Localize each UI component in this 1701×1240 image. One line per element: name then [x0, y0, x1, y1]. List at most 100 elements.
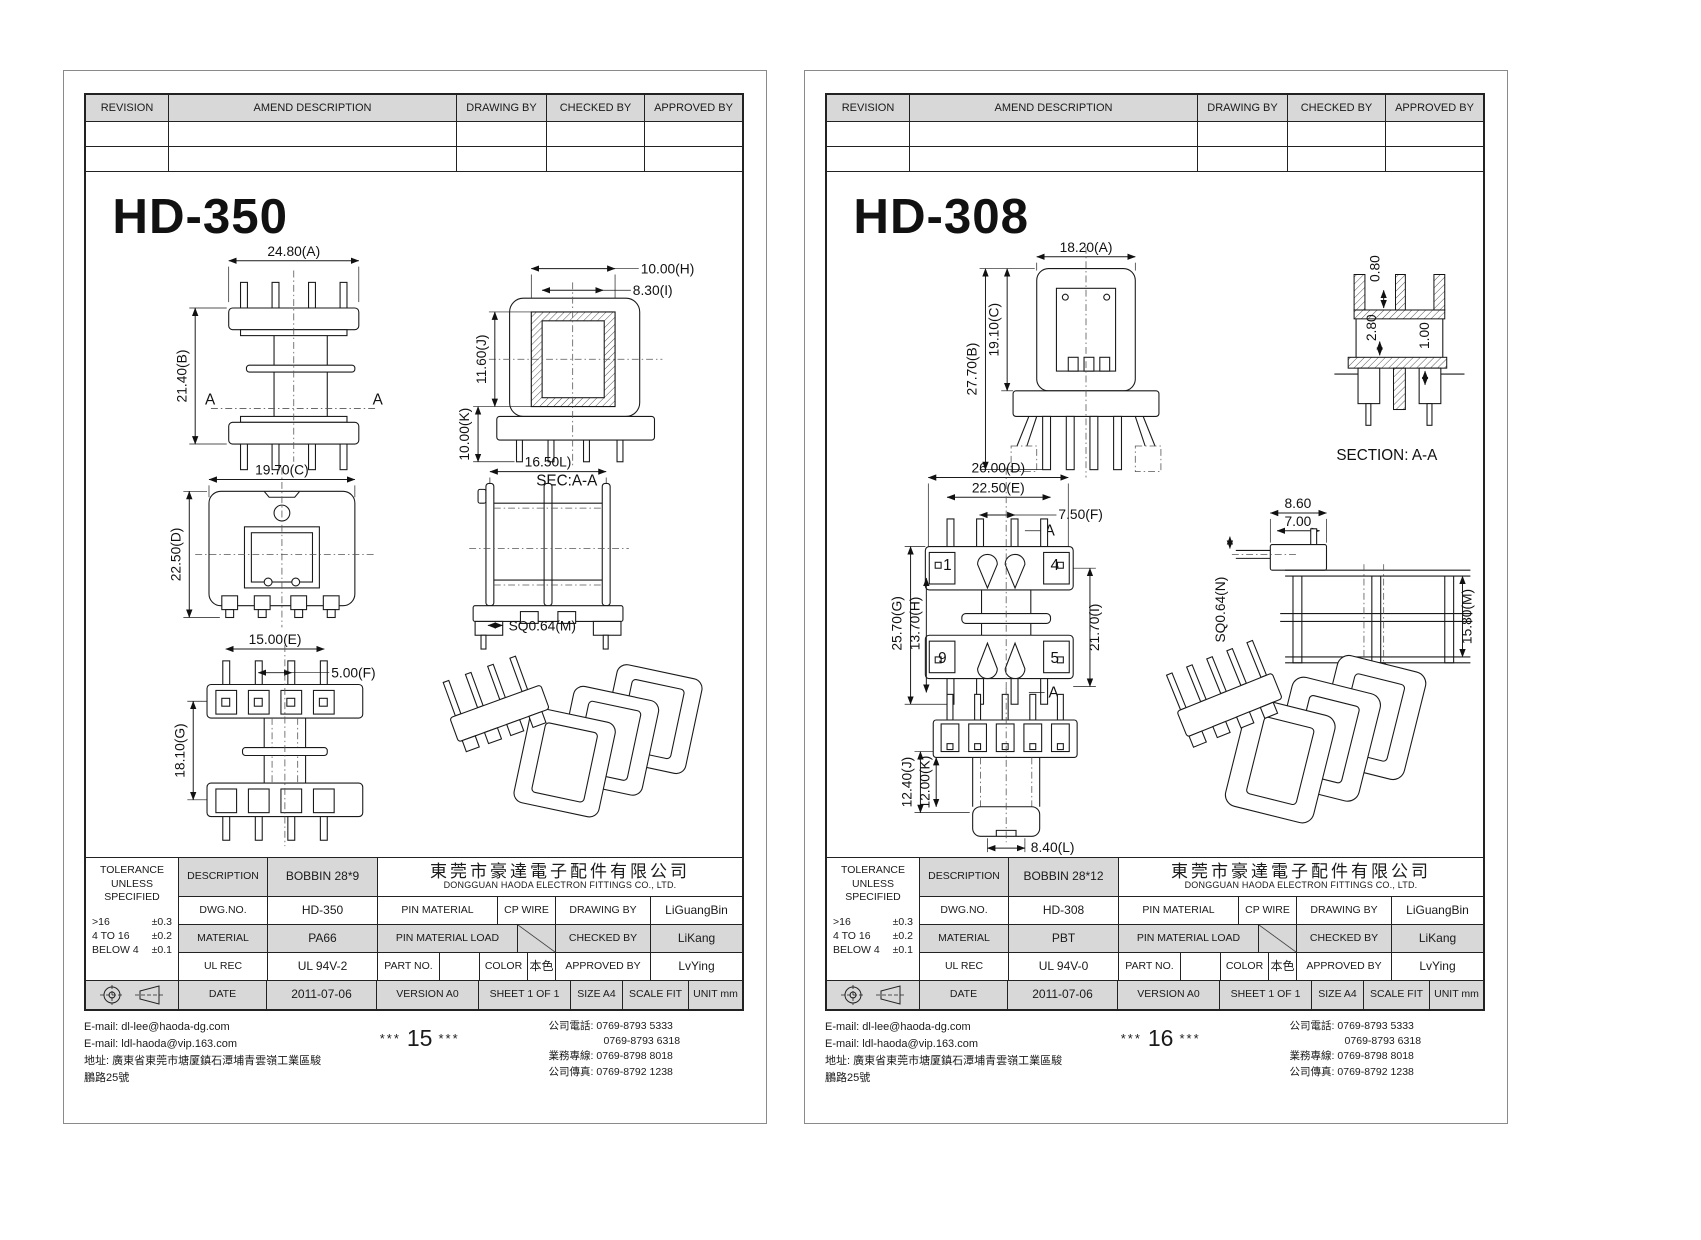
part-no-value: [439, 953, 479, 980]
scale-cell: SCALE FIT: [1363, 981, 1429, 1009]
dim-g-label: 18.10(G): [172, 723, 187, 777]
date-label: DATE: [178, 981, 266, 1009]
drawing-by-label: DRAWING BY: [1296, 897, 1391, 924]
date-value: 2011-07-06: [266, 981, 376, 1009]
page-footer: E-mail: dl-lee@haoda-dg.com E-mail: ldl-…: [84, 1019, 746, 1087]
company-cell: 東莞市豪達電子配件有限公司 DONGGUAN HAODA ELECTRON FI…: [1118, 858, 1483, 896]
pin-material-load-label: PIN MATERIAL LOAD: [377, 925, 517, 952]
amend-description-col-header: AMEND DESCRIPTION: [909, 95, 1197, 121]
amend-description-col-header: AMEND DESCRIPTION: [168, 95, 456, 121]
revision-col-header: REVISION: [100, 102, 154, 114]
page-number: 16: [1147, 1025, 1174, 1051]
dim-d-label: 26.00(D): [971, 461, 1025, 476]
pin-number-4: 4: [1051, 557, 1060, 574]
phone-block: 公司電話: 0769-8793 5333 0769-8793 6318 業務專線…: [548, 1020, 681, 1078]
color-label: COLOR: [479, 953, 527, 980]
dim-l-label: 16.50L): [525, 455, 572, 470]
color-value: 本色: [527, 953, 555, 980]
description-value: BOBBIN 28*9: [267, 858, 377, 896]
drawing-by-label: DRAWING BY: [555, 897, 650, 924]
email-line-1: E-mail: dl-lee@haoda-dg.com: [84, 1021, 230, 1033]
address-line: 地址: 廣東省東莞市塘厦鎮石潭埔青雲嶺工業區駿鵬路25號: [84, 1055, 322, 1085]
dim-h-label: 10.00(H): [641, 262, 695, 277]
drawing-frame: REVISION AMEND DESCRIPTION DRAWING BY CH…: [825, 93, 1485, 1011]
scale-cell: SCALE FIT: [622, 981, 688, 1009]
page-number-block: ***15***: [379, 1025, 460, 1051]
contact-block: E-mail: dl-lee@haoda-dg.com E-mail: ldl-…: [84, 1019, 331, 1087]
drawing-area-hd308: HD-308 18.20(A) 27.70(B): [827, 172, 1483, 857]
color-label: COLOR: [1220, 953, 1268, 980]
description-value: BOBBIN 28*12: [1008, 858, 1118, 896]
date-label: DATE: [919, 981, 1007, 1009]
isometric-view: [1165, 639, 1427, 824]
dim-m-label: 15.80(M): [1459, 589, 1474, 644]
contact-block: E-mail: dl-lee@haoda-dg.com E-mail: ldl-…: [825, 1019, 1072, 1087]
checked-by-col-header: CHECKED BY: [546, 95, 644, 121]
pin-material-label: PIN MATERIAL: [377, 897, 497, 924]
dim-l-label: 8.40(L): [1031, 840, 1075, 855]
dim-i-label: 21.70(I): [1087, 604, 1102, 652]
dim-m-label: SQ0.64(M): [509, 618, 576, 633]
drawing-frame: REVISION AMEND DESCRIPTION DRAWING BY CH…: [84, 93, 744, 1011]
pin-material-value: CP WIRE: [1238, 897, 1296, 924]
drawing-by-value: LiGuangBin: [1391, 897, 1483, 924]
dim-f-label: 5.00(F): [331, 666, 375, 681]
revision-empty-row: [86, 121, 742, 146]
page-number: 15: [406, 1025, 433, 1051]
dim-f-label: 7.50(F): [1058, 507, 1102, 522]
pin-number-1: 1: [943, 557, 952, 574]
checked-by-label: CHECKED BY: [555, 925, 650, 952]
bottom-view: 15.00(E) 5.00(F) 18.10: [172, 632, 376, 847]
revision-col-header: REVISION: [841, 102, 895, 114]
section-cut-label-top: A: [1045, 523, 1056, 540]
section-cut-label-right: A: [373, 392, 384, 409]
dim-d-label: 22.50(D): [168, 528, 183, 582]
part-no-value: [1180, 953, 1220, 980]
pin-number-5: 5: [1051, 650, 1060, 667]
dim-j-label: 12.40(J): [900, 757, 915, 808]
dim-i-label: 8.30(I): [633, 283, 673, 298]
version-cell: VERSION A0: [1117, 981, 1219, 1009]
version-cell: VERSION A0: [376, 981, 478, 1009]
hd350-technical-drawing: HD-350 24.80(A) A A: [112, 189, 703, 847]
dim-t1-label: 0.80: [1368, 255, 1383, 282]
revision-table: REVISION AMEND DESCRIPTION DRAWING BY CH…: [827, 95, 1483, 172]
datasheet-page-hd308: REVISION AMEND DESCRIPTION DRAWING BY CH…: [804, 70, 1508, 1124]
dim-j-label: 11.60(J): [474, 334, 489, 384]
approved-by-col-header: APPROVED BY: [1385, 95, 1483, 121]
dim-k-label: 12.00(K): [917, 756, 932, 809]
ul-rec-label: UL REC: [920, 953, 1008, 980]
tolerance-cell: TOLERANCE UNLESS SPECIFIED >16±0.3 4 TO …: [86, 858, 178, 980]
isometric-view: [442, 655, 703, 818]
revision-empty-row: [86, 146, 742, 171]
page-footer: E-mail: dl-lee@haoda-dg.com E-mail: ldl-…: [825, 1019, 1487, 1087]
sheet-cell: SHEET 1 OF 1: [1219, 981, 1311, 1009]
pin-material-label: PIN MATERIAL: [1118, 897, 1238, 924]
checked-by-value: LiKang: [650, 925, 742, 952]
ul-rec-value: UL 94V-2: [267, 953, 377, 980]
front-view: 18.20(A) 27.70(B) 19.10(C): [965, 240, 1162, 478]
color-value: 本色: [1268, 953, 1296, 980]
dim-b-label: 27.70(B): [965, 343, 980, 396]
page-title: HD-308: [853, 189, 1029, 244]
dim-t2-label: 2.80: [1364, 314, 1379, 341]
spec-table: TOLERANCE UNLESS SPECIFIED >16±0.3 4 TO …: [86, 857, 742, 1009]
bottom-view: 12.40(J) 12.00(K) 8.40(L): [900, 688, 1078, 855]
material-label: MATERIAL: [920, 925, 1008, 952]
dwg-no-value: HD-350: [267, 897, 377, 924]
datum-target-icon: [100, 985, 124, 1005]
drawing-area-hd350: HD-350 24.80(A) A A: [86, 172, 742, 857]
email-line-2: E-mail: ldl-haoda@vip.163.com: [825, 1038, 979, 1051]
material-value: PA66: [267, 925, 377, 952]
datum-target-icon: [841, 985, 865, 1005]
first-angle-projection-icon: [135, 985, 165, 1005]
approved-by-value: LvYing: [650, 953, 742, 980]
dim-c-label: 19.10(C): [986, 303, 1001, 357]
revision-empty-row: [827, 146, 1483, 171]
plan-view: 26.00(D) 22.50(E) 7.50(F) A 1 4: [890, 461, 1103, 713]
dwg-no-value: HD-308: [1008, 897, 1118, 924]
dim-h-label: 13.70(H): [907, 597, 922, 651]
checked-by-col-header: CHECKED BY: [1287, 95, 1385, 121]
drawing-by-col-header: DRAWING BY: [456, 95, 546, 121]
top-view: 19.70(C) 22.50(D): [168, 463, 375, 628]
